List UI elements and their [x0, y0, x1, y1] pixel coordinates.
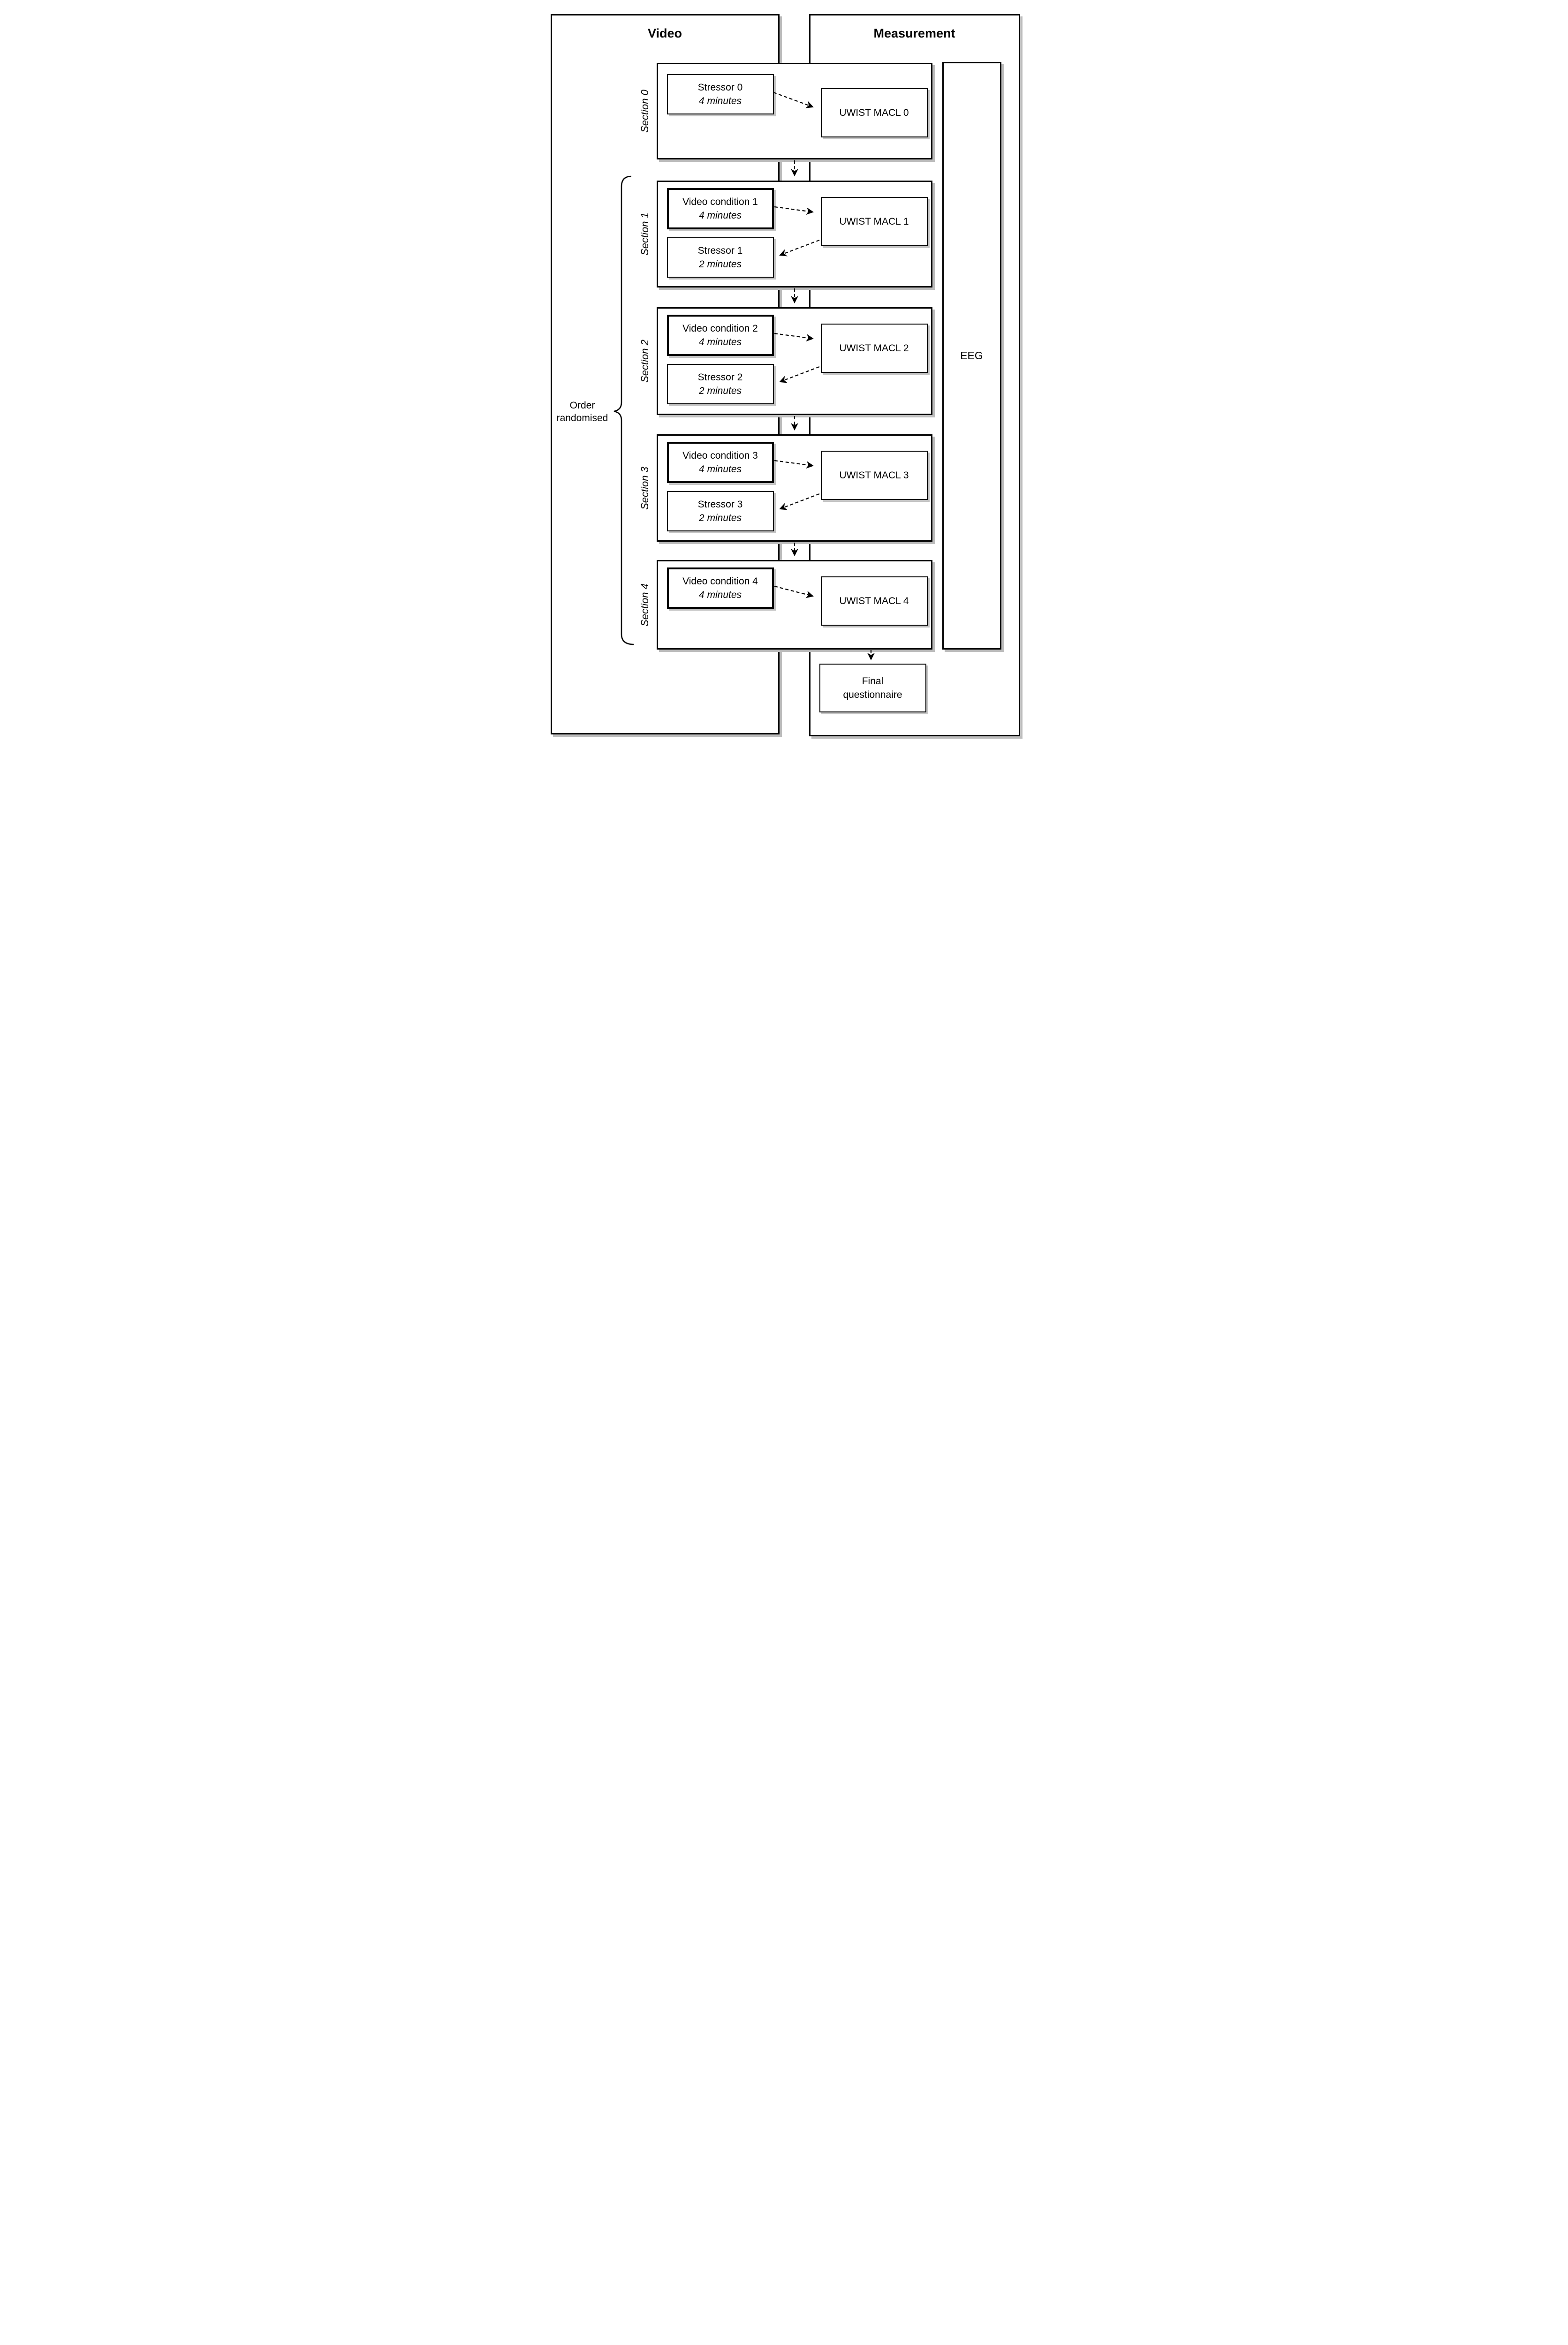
video-condition-4-title: Video condition 4: [682, 575, 758, 587]
final-questionnaire-line2: questionnaire: [843, 689, 902, 700]
stressor-3-title: Stressor 3: [697, 499, 743, 510]
section-2-label-wrap: Section 2: [633, 307, 657, 415]
stressor-2-duration: 2 minutes: [698, 386, 742, 396]
stressor-2-box: Stressor 2 2 minutes: [667, 364, 774, 404]
uwist-macl-3-label: UWIST MACL 3: [839, 469, 909, 481]
stressor-1-duration: 2 minutes: [698, 259, 742, 270]
uwist-macl-4-label: UWIST MACL 4: [839, 595, 909, 606]
section-0-label-wrap: Section 0: [633, 63, 657, 159]
eeg-label: EEG: [960, 349, 983, 362]
stressor-0-duration: 4 minutes: [698, 96, 742, 106]
video-condition-2-duration: 4 minutes: [698, 337, 742, 348]
video-condition-2-title: Video condition 2: [682, 323, 758, 334]
section-4-label-wrap: Section 4: [633, 560, 657, 650]
section-1-box: Video condition 1 4 minutes Stressor 1 2…: [656, 181, 932, 287]
video-condition-3-box: Video condition 3 4 minutes: [667, 442, 774, 483]
stressor-3-duration: 2 minutes: [698, 513, 742, 523]
section-4-label: Section 4: [638, 583, 651, 627]
uwist-macl-4-box: UWIST MACL 4: [820, 576, 928, 626]
uwist-macl-0-label: UWIST MACL 0: [839, 107, 909, 118]
video-condition-3-title: Video condition 3: [682, 450, 758, 461]
order-note-line1: Order: [569, 400, 595, 411]
stressor-3-box: Stressor 3 2 minutes: [667, 491, 774, 531]
uwist-macl-0-box: UWIST MACL 0: [820, 88, 928, 137]
uwist-macl-2-label: UWIST MACL 2: [839, 342, 909, 354]
stressor-2-title: Stressor 2: [697, 371, 743, 383]
uwist-macl-2-box: UWIST MACL 2: [820, 324, 928, 373]
stressor-0-box: Stressor 0 4 minutes: [667, 74, 774, 114]
uwist-macl-1-box: UWIST MACL 1: [820, 197, 928, 246]
final-questionnaire-line1: Final: [862, 675, 884, 687]
section-2-box: Video condition 2 4 minutes Stressor 2 2…: [656, 307, 932, 415]
diagram-canvas: Video Measurement EEG Stressor 0 4 minut…: [538, 0, 1030, 743]
section-3-label-wrap: Section 3: [633, 434, 657, 542]
section-2-label: Section 2: [638, 340, 651, 383]
stressor-1-title: Stressor 1: [697, 245, 743, 256]
order-note-line2: randomised: [556, 413, 608, 424]
uwist-macl-3-box: UWIST MACL 3: [820, 451, 928, 500]
video-column-title: Video: [647, 26, 682, 40]
section-4-box: Video condition 4 4 minutes UWIST MACL 4: [656, 560, 932, 650]
section-0-box: Stressor 0 4 minutes UWIST MACL 0: [656, 63, 932, 159]
uwist-macl-1-label: UWIST MACL 1: [839, 216, 909, 227]
video-condition-3-duration: 4 minutes: [698, 464, 742, 475]
section-0-label: Section 0: [638, 90, 651, 133]
section-3-box: Video condition 3 4 minutes Stressor 3 2…: [656, 434, 932, 542]
video-condition-1-title: Video condition 1: [682, 196, 758, 207]
stressor-1-box: Stressor 1 2 minutes: [667, 237, 774, 278]
eeg-box: EEG: [942, 62, 1001, 650]
video-condition-4-box: Video condition 4 4 minutes: [667, 567, 774, 609]
video-condition-4-duration: 4 minutes: [698, 590, 742, 600]
stressor-0-title: Stressor 0: [697, 82, 743, 93]
video-condition-1-duration: 4 minutes: [698, 210, 742, 221]
final-questionnaire-box: Final questionnaire: [819, 664, 926, 712]
video-condition-2-box: Video condition 2 4 minutes: [667, 315, 774, 356]
video-condition-1-box: Video condition 1 4 minutes: [667, 188, 774, 229]
section-1-label-wrap: Section 1: [633, 181, 657, 287]
section-3-label: Section 3: [638, 466, 651, 510]
order-randomised-note: Order randomised: [551, 399, 614, 425]
section-1-label: Section 1: [638, 212, 651, 256]
measurement-column-title: Measurement: [873, 26, 955, 40]
